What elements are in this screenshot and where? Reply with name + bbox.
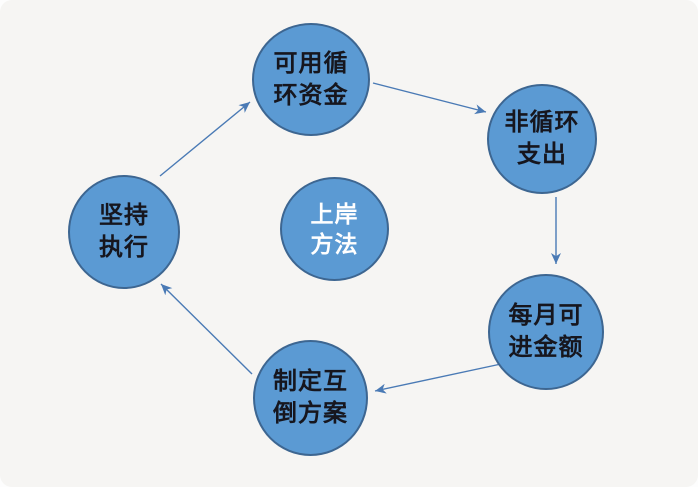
node-mutual-rotation-plan: 制定互 倒方案	[253, 340, 368, 456]
node-non-revolving-expenses-label: 非循环 支出	[504, 109, 580, 168]
node-persist-execution-label: 坚持 执行	[99, 202, 149, 261]
node-monthly-incoming-amount-label: 每月可 进金额	[508, 302, 584, 361]
arrow-available-to-nonrecurring	[372, 82, 487, 115]
arrow-monthly-to-plan	[374, 363, 502, 394]
node-mutual-rotation-plan-label: 制定互 倒方案	[273, 368, 348, 427]
node-shore-method: 上岸 方法	[280, 177, 389, 281]
arrow-persist-to-available	[159, 101, 251, 177]
node-shore-method-label: 上岸 方法	[310, 200, 359, 257]
node-available-revolving-funds: 可用循 环资金	[252, 23, 370, 136]
node-available-revolving-funds-label: 可用循 环资金	[273, 49, 349, 109]
node-persist-execution: 坚持 执行	[68, 175, 180, 289]
node-non-revolving-expenses: 非循环 支出	[487, 84, 597, 194]
node-monthly-incoming-amount: 每月可 进金额	[488, 274, 604, 390]
arrow-plan-to-persist	[160, 283, 253, 375]
